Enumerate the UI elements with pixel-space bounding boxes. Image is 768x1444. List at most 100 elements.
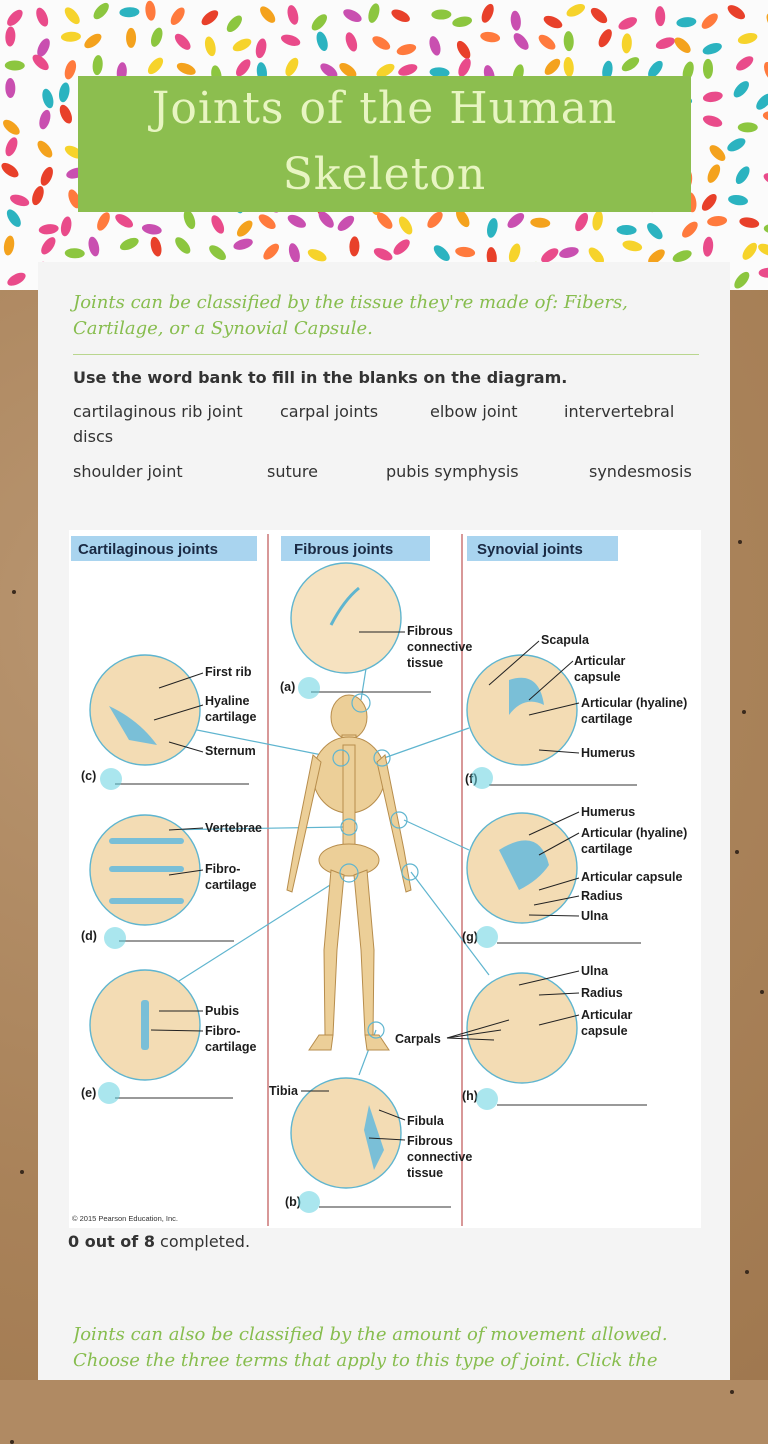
label-scapula: Scapula — [541, 633, 590, 647]
decorative-leaf — [257, 4, 278, 26]
decorative-leaf — [3, 136, 20, 158]
decorative-leaf — [507, 242, 523, 264]
decorative-leaf — [454, 39, 473, 61]
decorative-leaf — [9, 192, 31, 208]
decorative-leaf — [172, 31, 193, 52]
decorative-leaf — [616, 225, 636, 236]
texture-speck — [10, 1440, 14, 1444]
drop-zone-c[interactable] — [100, 768, 122, 790]
decorative-leaf — [119, 7, 139, 18]
label-humerus-2: Humerus — [581, 805, 635, 819]
texture-speck — [730, 1390, 734, 1394]
marker-h: (h) — [462, 1089, 478, 1103]
label-hyaline-cartilage: Hyalinecartilage — [205, 694, 256, 724]
header-fibrous-label: Fibrous joints — [294, 541, 393, 558]
decorative-leaf — [38, 223, 59, 235]
decorative-leaf — [732, 269, 753, 290]
decorative-leaf — [343, 31, 359, 53]
decorative-leaf — [4, 7, 25, 28]
decorative-leaf — [702, 90, 723, 103]
decorative-leaf — [530, 217, 551, 228]
decorative-leaf — [391, 237, 413, 258]
decorative-leaf — [621, 239, 643, 253]
drop-zone-d[interactable] — [104, 927, 126, 949]
intro-text: Joints can be classified by the tissue t… — [73, 290, 698, 342]
marker-g: (g) — [462, 930, 478, 944]
decorative-leaf — [87, 236, 101, 258]
texture-speck — [735, 850, 739, 854]
label-carpals: Carpals — [395, 1032, 441, 1046]
decorative-leaf — [149, 26, 165, 48]
decorative-leaf — [431, 243, 452, 264]
texture-speck — [20, 1170, 24, 1174]
marker-a: (a) — [280, 680, 295, 694]
label-radius: Radius — [581, 889, 623, 903]
decorative-leaf — [349, 236, 360, 256]
decorative-leaf — [764, 223, 768, 234]
decorative-leaf — [30, 185, 46, 207]
decorative-leaf — [485, 217, 499, 239]
decorative-leaf — [224, 13, 245, 35]
label-articular-capsule: Articularcapsule — [574, 654, 626, 684]
marker-e: (e) — [81, 1086, 96, 1100]
decorative-leaf — [737, 31, 759, 46]
decorative-leaf — [455, 246, 476, 258]
decorative-leaf — [92, 55, 104, 76]
progress-status: 0 out of 8 completed. — [68, 1232, 250, 1251]
decorative-leaf — [740, 240, 760, 262]
drop-zone-h[interactable] — [476, 1088, 498, 1110]
second-question-text: Joints can also be classified by the amo… — [73, 1322, 698, 1380]
marker-d: (d) — [81, 929, 97, 943]
decorative-leaf — [542, 56, 563, 77]
decorative-leaf — [5, 78, 15, 98]
decorative-leaf — [149, 236, 164, 258]
decorative-leaf — [113, 211, 135, 230]
label-pubis: Pubis — [205, 1004, 239, 1018]
drop-zone-f[interactable] — [471, 767, 493, 789]
label-ulna: Ulna — [581, 909, 609, 923]
decorative-leaf — [286, 4, 301, 26]
decorative-leaf — [425, 209, 446, 231]
decorative-leaf — [234, 218, 255, 239]
drop-zone-b[interactable] — [298, 1191, 320, 1213]
decorative-leaf — [762, 60, 768, 82]
drop-zone-a[interactable] — [298, 677, 320, 699]
decorative-leaf — [702, 113, 724, 129]
label-fibrocartilage: Fibro-cartilage — [205, 862, 256, 892]
decorative-leaf — [309, 12, 330, 34]
decorative-leaf — [705, 162, 723, 184]
divider — [73, 354, 699, 355]
decorative-leaf — [676, 16, 697, 28]
decorative-leaf — [286, 212, 308, 230]
decorative-leaf — [707, 215, 728, 227]
drop-zone-e[interactable] — [98, 1082, 120, 1104]
decorative-leaf — [619, 54, 641, 74]
decorative-leaf — [725, 136, 747, 154]
decorative-leaf — [621, 33, 632, 53]
decorative-leaf — [563, 57, 575, 78]
decorative-leaf — [596, 27, 615, 49]
decorative-leaf — [34, 6, 51, 28]
texture-speck — [12, 590, 16, 594]
decorative-leaf — [168, 5, 187, 27]
drop-zone-g[interactable] — [476, 926, 498, 948]
word-bank-item: carpal joints — [280, 402, 378, 421]
decorative-leaf — [63, 59, 79, 81]
decorative-leaf — [141, 223, 162, 236]
decorative-leaf — [701, 41, 723, 57]
decorative-leaf — [480, 31, 501, 44]
decorative-leaf — [144, 0, 156, 21]
decorative-leaf — [209, 213, 227, 235]
label-first-rib: First rib — [205, 665, 252, 679]
decorative-leaf — [536, 32, 558, 52]
decorative-leaf — [702, 236, 714, 257]
decorative-leaf — [172, 235, 193, 257]
decorative-leaf — [427, 35, 442, 57]
decorative-leaf — [341, 7, 363, 25]
decorative-leaf — [654, 35, 676, 51]
decorative-leaf — [57, 103, 74, 125]
decorative-leaf — [573, 211, 591, 233]
decorative-leaf — [335, 213, 357, 234]
decorative-leaf — [256, 212, 278, 232]
